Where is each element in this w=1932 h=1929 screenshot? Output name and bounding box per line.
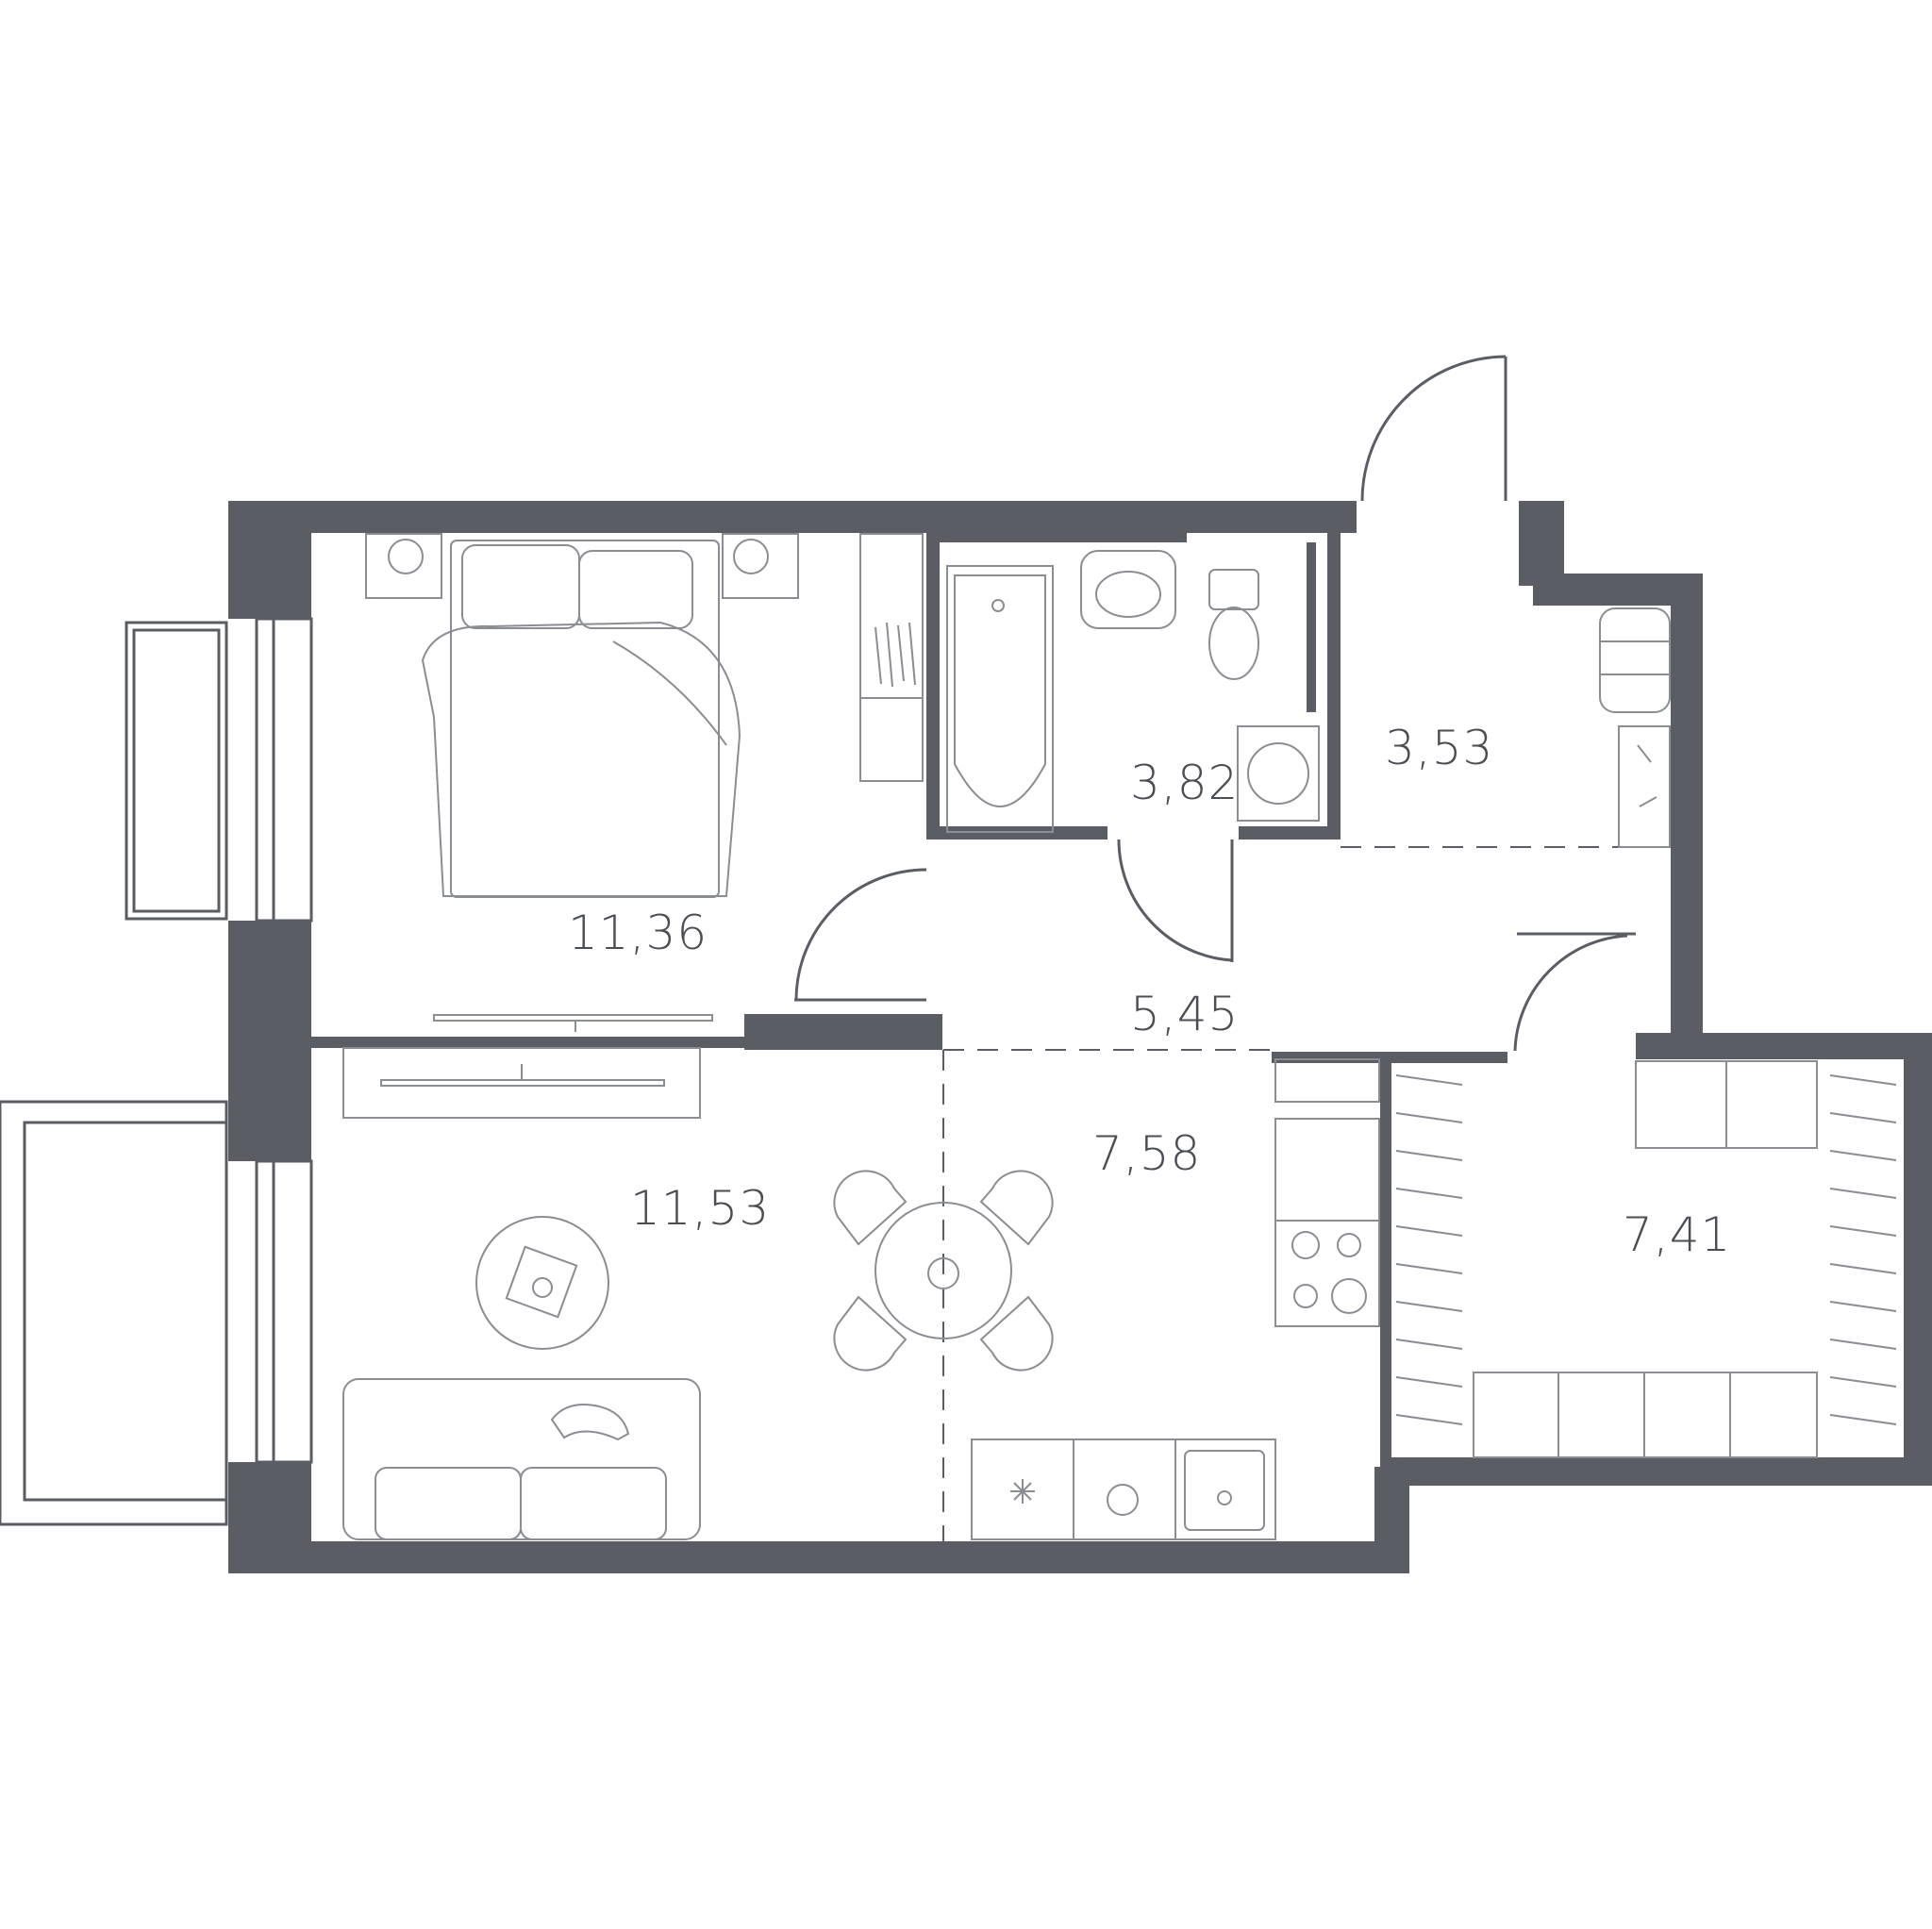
kitchen-counter-right bbox=[1274, 1058, 1380, 1327]
bedroom-door-swing bbox=[794, 868, 927, 1001]
dishwasher-icon bbox=[1107, 1484, 1139, 1516]
furniture bbox=[342, 533, 1897, 1540]
balcony-bedroom-inner bbox=[132, 628, 221, 913]
wall-bath-right bbox=[1327, 519, 1341, 840]
window-bedroom bbox=[255, 617, 313, 923]
burner-icon bbox=[1293, 1284, 1318, 1308]
balcony-living-inner bbox=[23, 1121, 228, 1502]
entry-shelf bbox=[1618, 725, 1671, 848]
wall-left-middle bbox=[228, 921, 311, 1161]
walls bbox=[228, 501, 1932, 1573]
lamp-icon bbox=[733, 539, 769, 574]
burner-icon bbox=[1331, 1278, 1367, 1314]
area-label-bathroom: 3,82 bbox=[1130, 756, 1239, 810]
balcony-living-outer bbox=[0, 1100, 228, 1526]
cat-icon bbox=[550, 1404, 630, 1441]
flower-icon bbox=[927, 1257, 959, 1289]
area-label-hallway: 5,45 bbox=[1130, 987, 1239, 1041]
wardrobe bbox=[859, 533, 924, 782]
wall-bath-bottom-right bbox=[1239, 826, 1341, 840]
washing-machine bbox=[1237, 725, 1320, 822]
wall-entry-notch bbox=[1519, 501, 1564, 586]
nightstand-left bbox=[365, 533, 442, 599]
sink-icon bbox=[1184, 1450, 1265, 1531]
wall-loggia-top bbox=[1636, 1033, 1932, 1059]
zone-dividers bbox=[942, 846, 1671, 1541]
wall-bedroom-bottom bbox=[744, 1014, 942, 1050]
doors bbox=[794, 355, 1636, 1052]
wall-left-top bbox=[228, 501, 311, 619]
wall-bottom bbox=[228, 1541, 1409, 1573]
windows bbox=[0, 617, 313, 1526]
burner-icon bbox=[1337, 1233, 1361, 1257]
entry-bench bbox=[1599, 607, 1671, 713]
entrance-door-swing bbox=[1360, 355, 1507, 502]
toilet bbox=[1208, 569, 1259, 680]
area-label-kitchen: 7,58 bbox=[1092, 1126, 1201, 1181]
window-living bbox=[255, 1159, 313, 1464]
bathtub bbox=[946, 565, 1054, 833]
area-label-loggia: 7,41 bbox=[1623, 1207, 1731, 1262]
wall-loggia-left bbox=[1380, 1063, 1391, 1486]
drying-rack-left bbox=[1395, 1074, 1463, 1425]
tv-stand bbox=[342, 1047, 701, 1119]
area-labels: 11,36 3,82 3,53 5,45 7,58 11,53 7,41 bbox=[568, 721, 1731, 1262]
bed bbox=[421, 540, 741, 898]
sofa bbox=[342, 1378, 701, 1540]
area-label-entry: 3,53 bbox=[1385, 721, 1493, 775]
wall-bath-inner-right bbox=[1307, 542, 1316, 712]
drying-rack-right bbox=[1829, 1074, 1897, 1425]
wall-loggia-top-left bbox=[1272, 1052, 1507, 1063]
wall-bath-left bbox=[926, 533, 940, 840]
wall-loggia-right bbox=[1904, 1033, 1932, 1486]
lamp-icon bbox=[388, 539, 424, 574]
loggia-door-swing bbox=[1513, 934, 1628, 1052]
wall-top-left bbox=[228, 501, 1357, 533]
nightstand-right bbox=[722, 533, 799, 599]
kitchen-counter-bottom bbox=[971, 1438, 1276, 1540]
dining-table bbox=[833, 1170, 1054, 1372]
wall-loggia-bottom bbox=[1391, 1457, 1932, 1486]
balcony-bedroom-outer bbox=[125, 621, 228, 921]
burner-icon bbox=[1291, 1231, 1320, 1259]
washbasin bbox=[1080, 550, 1176, 629]
area-label-living: 11,53 bbox=[630, 1181, 770, 1236]
snowflake-icon bbox=[1010, 1479, 1035, 1504]
loggia-storage bbox=[1395, 1060, 1897, 1458]
tv-bedroom bbox=[433, 1014, 713, 1032]
bathroom-door-swing bbox=[1117, 839, 1233, 962]
wall-bedroom-bottom-left bbox=[311, 1037, 745, 1048]
coffee-table bbox=[475, 1216, 609, 1350]
wall-bath-inner-step bbox=[940, 533, 1187, 542]
wall-entry-right bbox=[1671, 574, 1703, 1045]
area-label-bedroom: 11,36 bbox=[568, 906, 708, 960]
